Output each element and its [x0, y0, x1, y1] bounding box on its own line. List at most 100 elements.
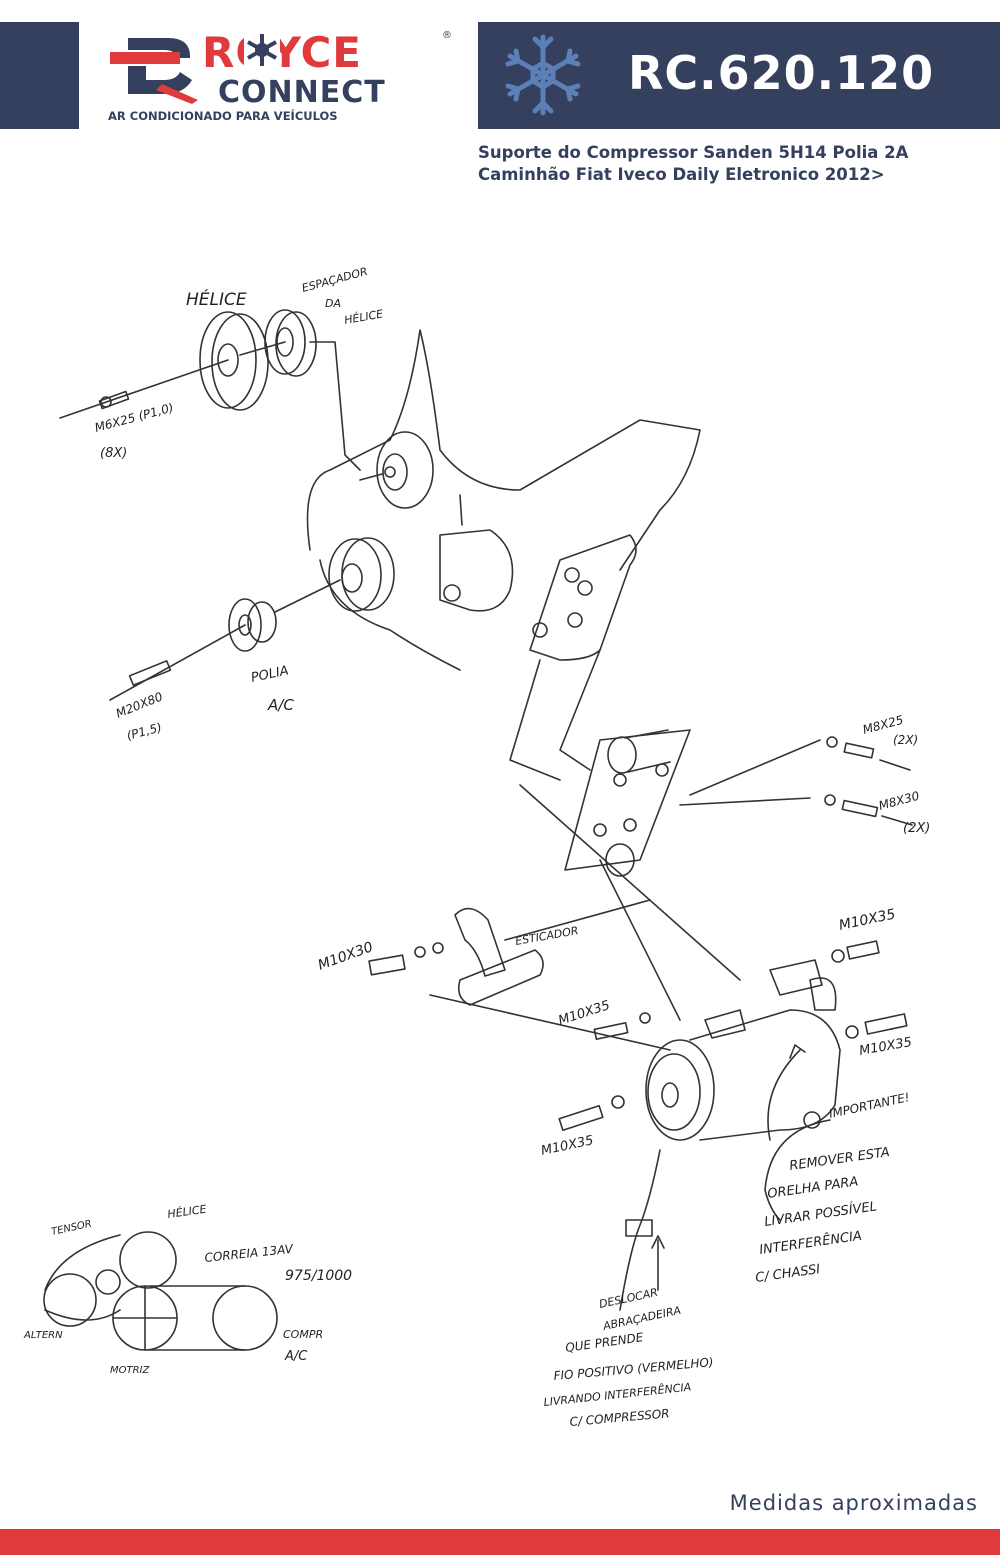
label-deslocar-6: C/ COMPRESSOR [569, 1406, 670, 1429]
label-bolt-m6-1: M6X25 (P1,0) [93, 400, 175, 434]
tensioner-bracket [454, 907, 506, 977]
bracket-hole [577, 580, 593, 596]
ac-pulley [228, 598, 277, 652]
logo-royce-text: ROYCE [202, 28, 362, 77]
label-belt-tensor: TENSOR [50, 1219, 92, 1238]
belt-tensor-pulley [95, 1269, 121, 1295]
bolt-m10x35-mid [593, 1012, 651, 1041]
label-belt-correia-2: 975/1000 [285, 1268, 352, 1284]
bracket-hole [532, 622, 548, 638]
installation-diagram: HÉLICE ESPAÇADOR DA HÉLICE M6X25 (P1,0) … [23, 265, 930, 1429]
label-polia-2: A/C [267, 696, 294, 714]
engine-housing [439, 529, 514, 612]
label-belt-altern: ALTERN [23, 1330, 63, 1341]
bracket-hole [564, 567, 580, 583]
label-deslocar-5: LIVRANDO INTERFERÊNCIA [543, 1381, 692, 1409]
label-deslocar-3: QUE PRENDE [564, 1330, 644, 1355]
bolt-m20 [128, 660, 172, 686]
belt-diagram [43, 1231, 278, 1351]
brand-logo: ROYCE ® CONNECT AR CONDICIONADO PARA VEÍ… [106, 24, 456, 124]
tensioner-leader [429, 994, 671, 1051]
label-espacador-2: DA [325, 297, 341, 310]
label-bolt-m10x35-mid: M10X35 [557, 998, 612, 1029]
logo-registered-mark: ® [442, 30, 452, 41]
bracket-bushing-top [607, 736, 637, 774]
bolt-m8x25 [826, 736, 875, 759]
bolt-m10x35-right [845, 1013, 908, 1039]
label-bolt-m6-2: (8X) [100, 446, 127, 461]
logo-emblem-swoosh [156, 84, 198, 104]
tensioner-sleeve [457, 949, 544, 1006]
label-remover-5: C/ CHASSI [754, 1262, 821, 1286]
central-bracket [564, 729, 691, 871]
label-bolt-m10x30: M10X30 [316, 939, 375, 974]
label-importante: IMPORTANTE! [828, 1090, 911, 1121]
logo-tagline: AR CONDICIONADO PARA VEÍCULOS [108, 108, 338, 123]
product-description: Suporte do Compressor Sanden 5H14 Polia … [478, 142, 978, 186]
bracket-to-compressor-leaders [519, 784, 741, 1021]
bracket-hole [655, 763, 669, 777]
bracket-hole [567, 612, 583, 628]
bolt-m10x35-top [831, 940, 880, 963]
label-deslocar-1: DESLOCAR [598, 1286, 659, 1311]
label-belt-compr-2: A/C [284, 1349, 308, 1364]
product-code: RC.620.120 [628, 46, 935, 100]
fan-axis-line [59, 359, 229, 419]
label-bolt-m8x30-2: (2X) [903, 821, 930, 836]
bolt-m8x30 [824, 794, 879, 818]
label-bolt-m10x35-bottom: M10X35 [540, 1133, 595, 1159]
footer-bar [0, 1529, 1000, 1555]
bolt-m10x35-bottom [558, 1095, 625, 1131]
bolt-leaders [679, 739, 821, 806]
belt-fan-pulley [119, 1231, 177, 1289]
label-bolt-m20-2: (P1,5) [125, 720, 163, 743]
spacer-leader [309, 341, 361, 471]
positive-wire [619, 1149, 661, 1311]
fan-spacer-axis [239, 341, 286, 356]
importante-arrow-head [789, 1044, 806, 1059]
label-bolt-m10x35-right: M10X35 [858, 1035, 913, 1059]
fan-spacer [264, 309, 317, 377]
logo-emblem-bottom [128, 66, 192, 94]
engine-outline-lower [319, 559, 461, 671]
logo-snowflake-icon [247, 34, 277, 66]
bolt-m6 [98, 390, 130, 410]
ac-pulley-axis-2 [274, 579, 341, 613]
logo-connect-text: CONNECT [218, 75, 386, 110]
footer-note: Medidas aproximadas [729, 1491, 978, 1515]
importante-arrow [764, 1119, 831, 1221]
label-bolt-m8x30-1: M8X30 [877, 789, 921, 813]
bracket-hole [593, 823, 607, 837]
header-right-block [478, 22, 1000, 129]
fan-helice [199, 311, 269, 411]
label-belt-correia-1: CORREIA 13AV [204, 1242, 294, 1265]
hub-bolt [359, 473, 383, 481]
product-description-line1: Suporte do Compressor Sanden 5H14 Polia … [478, 143, 909, 162]
label-bolt-m10x35-top: M10X35 [838, 906, 897, 934]
bracket-arm-leader [509, 649, 601, 781]
label-remover-2: ORELHA PARA [766, 1174, 859, 1202]
label-espacador-3: HÉLICE [343, 307, 384, 327]
label-belt-motriz: MOTRIZ [110, 1365, 151, 1376]
ac-pulley-axis [109, 624, 246, 701]
bracket-hole [623, 818, 637, 832]
belt-compressor-pulley [212, 1285, 278, 1351]
fan-hub [376, 431, 434, 509]
label-bolt-m8x25-2: (2X) [893, 733, 918, 747]
label-remover-4: INTERFERÊNCIA [758, 1228, 862, 1258]
snowflake-icon [505, 34, 581, 116]
bracket-hole [613, 773, 627, 787]
label-remover-3: LIVRAR POSSÍVEL [763, 1198, 877, 1230]
label-helice: HÉLICE [186, 288, 247, 310]
logo-emblem-red-bar [110, 52, 180, 64]
wire-clamp [625, 1219, 653, 1237]
label-espacador-1: ESPAÇADOR [300, 265, 369, 295]
royce-connect-logo: ROYCE ® CONNECT AR CONDICIONADO PARA VEÍ… [108, 28, 452, 123]
ac-compressor [645, 959, 841, 1141]
label-belt-helice: HÉLICE [167, 1203, 208, 1221]
engine-housing-port [443, 584, 461, 602]
label-deslocar-4: FIO POSITIVO (VERMELHO) [553, 1355, 714, 1383]
header-left-block [0, 22, 79, 129]
label-remover-1: REMOVER ESTA [788, 1145, 890, 1174]
bolt-m10x30 [368, 942, 444, 976]
